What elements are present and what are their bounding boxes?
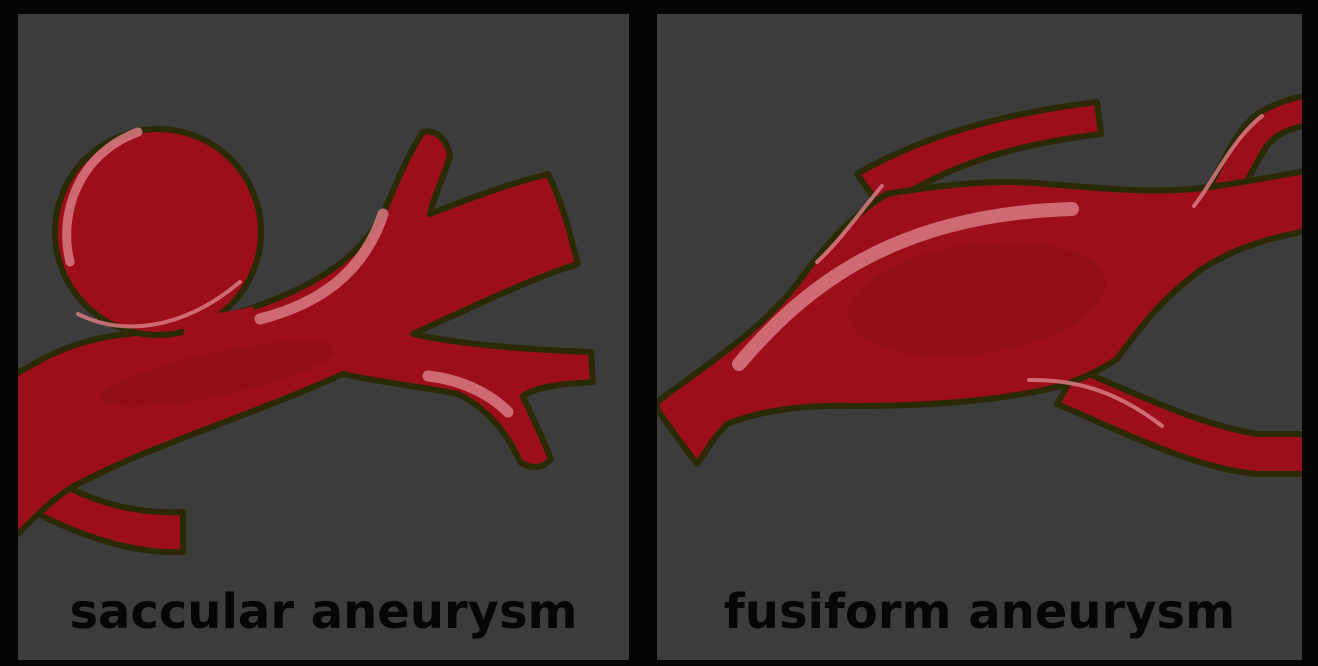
saccular-bulge (55, 129, 261, 335)
saccular-panel: saccular aneurysm (18, 14, 629, 660)
fusiform-aneurysm-illustration (657, 14, 1302, 660)
saccular-caption: saccular aneurysm (18, 584, 629, 640)
saccular-aneurysm-illustration (18, 14, 629, 660)
fusiform-panel: fusiform aneurysm (657, 14, 1302, 660)
lower-branch-vessel (1057, 369, 1302, 474)
fusiform-caption: fusiform aneurysm (657, 584, 1302, 640)
